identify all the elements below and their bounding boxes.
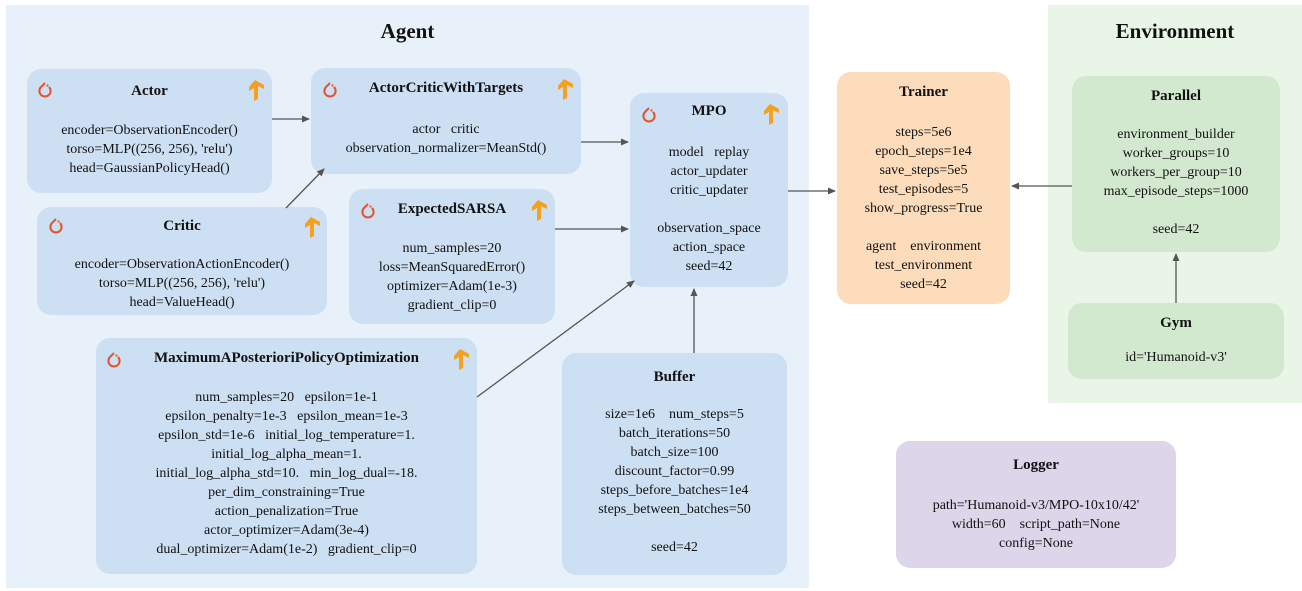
mpo-line: action_space (672, 240, 746, 255)
buffer-line: batch_iterations=50 (618, 426, 731, 441)
tensorflow-logo-icon (454, 349, 469, 370)
actor-critic-with-targets-node: ActorCriticWithTargets actor critic obse… (311, 68, 581, 174)
trainer-line: test_episodes=5 (878, 182, 969, 197)
actor-node: Actor encoder=ObservationEncoder() torso… (27, 69, 272, 193)
gym-title: Gym (1160, 315, 1192, 331)
pytorch-logo-icon (642, 107, 656, 123)
critic-node: Critic encoder=ObservationActionEncoder(… (37, 207, 327, 315)
trainer-line: steps=5e6 (895, 125, 952, 140)
trainer-line: test_environment (874, 258, 973, 273)
tensorflow-logo-icon (558, 79, 573, 100)
mpo-node: MPO model replay actor_updater critic_up… (630, 93, 788, 287)
logger-line: width=60 script_path=None (951, 517, 1121, 532)
parallel-line: environment_builder (1117, 127, 1235, 142)
tensorflow-logo-icon (305, 217, 320, 238)
expected-sarsa-line: loss=MeanSquaredError() (378, 260, 526, 275)
mpo-updater-line: epsilon_penalty=1e-3 epsilon_mean=1e-3 (165, 409, 408, 424)
trainer-title: Trainer (899, 84, 948, 100)
arrow-mpoupdater-to-mpo (476, 280, 635, 398)
trainer-line: epoch_steps=1e4 (875, 144, 972, 159)
environment-region-title: Environment (1115, 19, 1235, 43)
pytorch-logo-icon (361, 203, 375, 219)
expected-sarsa-node: ExpectedSARSA num_samples=20 loss=MeanSq… (349, 189, 555, 324)
mpo-title: MPO (691, 103, 727, 119)
logger-line: path='Humanoid-v3/MPO-10x10/42' (932, 498, 1140, 513)
parallel-node: Parallel environment_builder worker_grou… (1072, 76, 1280, 252)
buffer-node: Buffer size=1e6 num_steps=5 batch_iterat… (562, 353, 787, 575)
pytorch-logo-icon (49, 218, 63, 234)
parallel-line: seed=42 (1152, 222, 1200, 237)
actor-title: Actor (131, 83, 168, 99)
buffer-line: steps_before_batches=1e4 (600, 483, 749, 498)
mpo-updater-line: num_samples=20 epsilon=1e-1 (195, 390, 378, 405)
trainer-line: save_steps=5e5 (879, 163, 968, 178)
trainer-line: agent environment (865, 239, 982, 254)
critic-title: Critic (163, 218, 201, 234)
gym-node: Gym id='Humanoid-v3' (1068, 303, 1284, 379)
buffer-title: Buffer (653, 369, 696, 385)
tensorflow-logo-icon (764, 104, 779, 125)
tensorflow-logo-icon (249, 80, 264, 101)
mpo-line: model replay (668, 145, 750, 160)
parallel-line: max_episode_steps=1000 (1103, 184, 1249, 199)
actor-line: torso=MLP((256, 256), 'relu') (66, 142, 233, 157)
critic-line: torso=MLP((256, 256), 'relu') (98, 276, 266, 291)
mpo-updater-line: initial_log_alpha_mean=1. (211, 447, 362, 462)
buffer-line: batch_size=100 (630, 445, 719, 460)
buffer-line: size=1e6 num_steps=5 (605, 407, 744, 422)
gym-line: id='Humanoid-v3' (1125, 350, 1227, 365)
expected-sarsa-line: gradient_clip=0 (407, 298, 497, 313)
buffer-line: seed=42 (651, 540, 698, 555)
logger-title: Logger (1013, 457, 1059, 473)
actor-line: encoder=ObservationEncoder() (61, 123, 238, 138)
agent-region-title: Agent (380, 19, 435, 43)
mpo-line: critic_updater (670, 183, 748, 198)
mpo-updater-title: MaximumAPosterioriPolicyOptimization (154, 350, 419, 366)
logger-node: Logger path='Humanoid-v3/MPO-10x10/42' w… (896, 441, 1176, 568)
parallel-line: workers_per_group=10 (1110, 165, 1242, 180)
trainer-line: seed=42 (900, 277, 947, 292)
pytorch-logo-icon (107, 352, 121, 368)
expected-sarsa-line: num_samples=20 (402, 241, 502, 256)
actor-critic-with-targets-line: actor critic (412, 122, 480, 137)
mpo-line: observation_space (657, 221, 761, 236)
mpo-line: actor_updater (670, 164, 748, 179)
arrow-critic-to-actorcritic (285, 168, 325, 209)
mpo-updater-line: actor_optimizer=Adam(3e-4) (204, 523, 369, 538)
trainer-node: Trainer steps=5e6 epoch_steps=1e4 save_s… (837, 72, 1010, 304)
mpo-updater-line: per_dim_constraining=True (208, 485, 365, 500)
mpo-updater-line: action_penalization=True (214, 504, 359, 519)
parallel-title: Parallel (1151, 88, 1201, 104)
buffer-line: discount_factor=0.99 (614, 464, 735, 479)
buffer-line: steps_between_batches=50 (598, 502, 751, 517)
mpo-updater-line: initial_log_alpha_std=10. min_log_dual=-… (155, 466, 418, 481)
expected-sarsa-line: optimizer=Adam(1e-3) (387, 279, 517, 294)
pytorch-logo-icon (38, 82, 52, 98)
mpo-updater-node: MaximumAPosterioriPolicyOptimization num… (96, 338, 477, 574)
trainer-line: show_progress=True (864, 201, 983, 216)
critic-line: head=ValueHead() (129, 295, 235, 310)
expected-sarsa-title: ExpectedSARSA (397, 201, 507, 217)
mpo-line: seed=42 (685, 259, 733, 274)
logger-line: config=None (999, 536, 1073, 551)
pytorch-logo-icon (323, 82, 337, 98)
critic-line: encoder=ObservationActionEncoder() (74, 257, 290, 272)
tensorflow-logo-icon (532, 200, 547, 221)
parallel-line: worker_groups=10 (1122, 146, 1230, 161)
mpo-updater-line: dual_optimizer=Adam(1e-2) gradient_clip=… (156, 542, 417, 557)
mpo-updater-line: epsilon_std=1e-6 initial_log_temperature… (158, 428, 415, 443)
actor-critic-with-targets-line: observation_normalizer=MeanStd() (345, 141, 547, 156)
actor-line: head=GaussianPolicyHead() (69, 161, 230, 176)
actor-critic-with-targets-title: ActorCriticWithTargets (368, 80, 524, 96)
